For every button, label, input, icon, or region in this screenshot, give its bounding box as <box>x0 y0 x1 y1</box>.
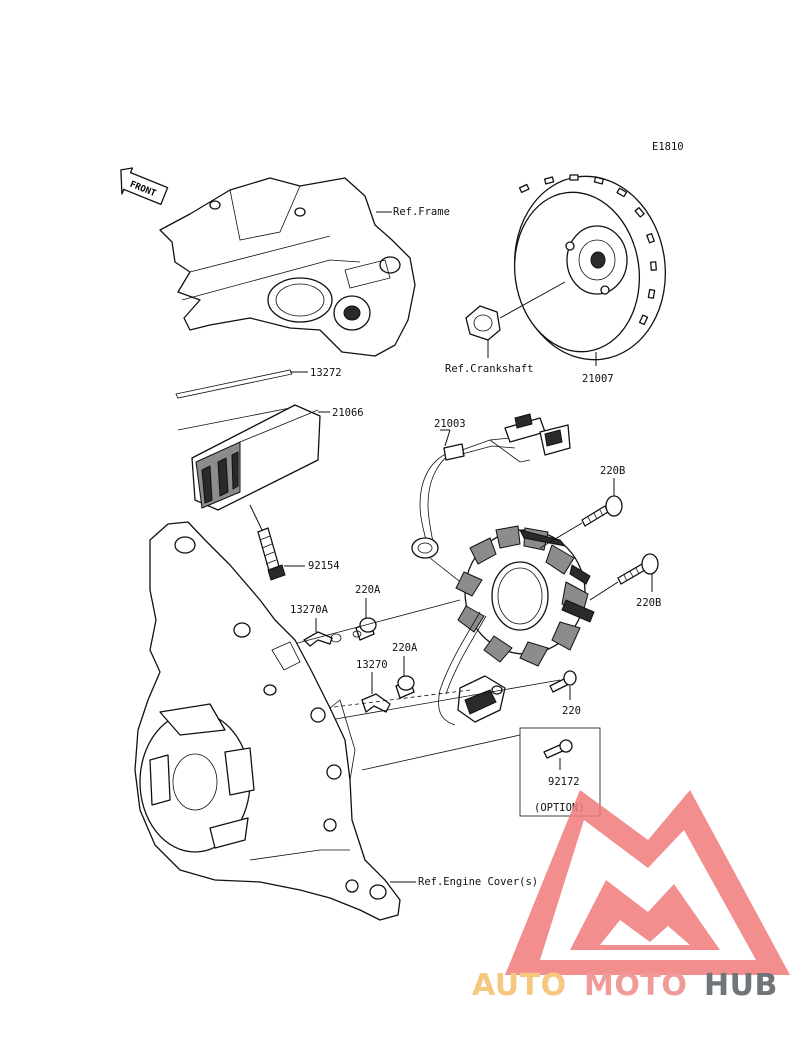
bolt-220a-right <box>395 675 415 699</box>
flywheel-slots <box>518 174 657 326</box>
part-13270a-label: 13270A <box>290 604 329 616</box>
bolt-220b-top <box>581 495 623 527</box>
regulator <box>191 404 321 511</box>
logo-moto: MOTO <box>584 968 687 1003</box>
bolt-220b-bottom <box>617 553 659 585</box>
engine-cover <box>134 521 401 921</box>
frame-bracket <box>159 177 416 357</box>
bolt-220a-left <box>352 617 377 641</box>
ref-frame-label: Ref.Frame <box>393 206 450 218</box>
part-92172-label: 92172 <box>548 776 580 788</box>
gasket <box>175 369 293 431</box>
part-220a-right-label: 220A <box>392 642 418 654</box>
bolt-92154 <box>257 527 286 581</box>
ref-engine-cover-label: Ref.Engine Cover(s) <box>418 876 538 888</box>
part-220b-top-label: 220B <box>600 465 625 477</box>
stator <box>411 413 595 667</box>
logo-auto: AUTO <box>472 968 567 1003</box>
automotohub-logo: AUTO MOTO HUB <box>472 790 790 1003</box>
part-220b-bottom-label: 220B <box>636 597 661 609</box>
clamp-13270 <box>361 693 391 713</box>
logo-hub: HUB <box>704 968 778 1003</box>
ref-crankshaft-label: Ref.Crankshaft <box>445 363 534 375</box>
part-13272-label: 13272 <box>310 367 342 379</box>
part-220-label: 220 <box>562 705 581 717</box>
part-13270-label: 13270 <box>356 659 388 671</box>
pickup-sensor <box>438 611 506 726</box>
part-92154-label: 92154 <box>308 560 340 572</box>
part-21003-label: 21003 <box>434 418 466 430</box>
part-220a-left-label: 220A <box>355 584 381 596</box>
part-21066-label: 21066 <box>332 407 364 419</box>
front-arrow-icon: FRONT <box>120 167 169 205</box>
option-box: 92172 (OPTION) <box>519 727 601 817</box>
part-21007-label: 21007 <box>582 373 614 385</box>
diagram-code: E1810 <box>652 141 684 153</box>
stator-poles <box>455 525 589 667</box>
flywheel <box>513 174 667 361</box>
clamp-13270a <box>303 631 342 647</box>
crankshaft-nut <box>465 305 501 341</box>
bolt-220 <box>549 670 577 693</box>
